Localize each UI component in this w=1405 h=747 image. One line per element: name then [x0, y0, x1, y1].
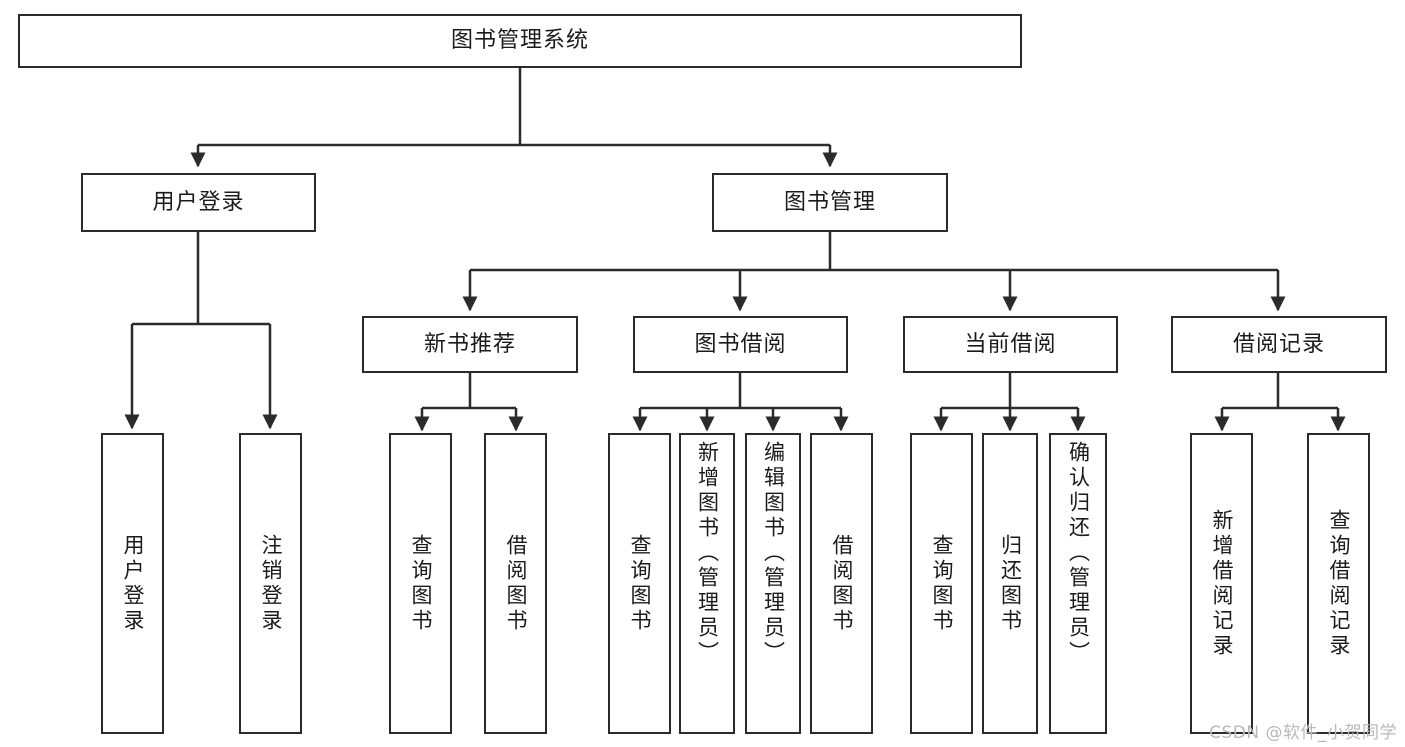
leaf-logout[interactable]: 注销登录	[239, 433, 302, 734]
node-book-management[interactable]: 图书管理	[712, 173, 948, 232]
node-user-login-label: 用户登录	[152, 189, 245, 215]
leaf-query-book-borrow[interactable]: 查询图书	[608, 433, 671, 734]
watermark: CSDN @软件_小贺同学	[1209, 723, 1397, 743]
leaf-query-book-current[interactable]: 查询图书	[910, 433, 973, 734]
leaf-edit-book-admin[interactable]: 编辑图书（管理员）	[745, 433, 801, 734]
node-root-label: 图书管理系统	[450, 28, 589, 54]
leaf-query-borrow-record-label: 查询借阅记录	[1327, 508, 1351, 659]
node-new-book-recommend[interactable]: 新书推荐	[362, 316, 578, 373]
leaf-confirm-return-admin[interactable]: 确认归还（管理员）	[1049, 433, 1107, 734]
leaf-return-book[interactable]: 归还图书	[982, 433, 1038, 734]
leaf-query-borrow-record[interactable]: 查询借阅记录	[1307, 433, 1370, 734]
leaf-borrow-book[interactable]: 借阅图书	[810, 433, 873, 734]
leaf-borrow-book-recommend[interactable]: 借阅图书	[484, 433, 547, 734]
leaf-return-book-label: 归还图书	[998, 533, 1023, 634]
leaf-query-book-recommend[interactable]: 查询图书	[389, 433, 452, 734]
leaf-add-borrow-record[interactable]: 新增借阅记录	[1190, 433, 1253, 734]
leaf-borrow-book-recommend-label: 借阅图书	[504, 533, 528, 634]
leaf-user-login-label: 用户登录	[121, 533, 145, 634]
node-current-borrow[interactable]: 当前借阅	[903, 316, 1118, 373]
leaf-query-book-borrow-label: 查询图书	[628, 533, 652, 634]
leaf-borrow-book-label: 借阅图书	[830, 533, 854, 634]
leaf-add-book-admin-label: 新增图书（管理员）	[695, 441, 720, 666]
leaf-query-book-current-label: 查询图书	[930, 533, 954, 634]
node-root[interactable]: 图书管理系统	[18, 14, 1022, 68]
leaf-query-book-recommend-label: 查询图书	[409, 533, 433, 634]
leaf-add-borrow-record-label: 新增借阅记录	[1210, 508, 1234, 659]
node-book-borrow[interactable]: 图书借阅	[633, 316, 848, 373]
node-book-borrow-label: 图书借阅	[694, 331, 787, 357]
leaf-add-book-admin[interactable]: 新增图书（管理员）	[679, 433, 735, 734]
node-borrow-record[interactable]: 借阅记录	[1171, 316, 1387, 373]
node-new-book-recommend-label: 新书推荐	[423, 331, 516, 357]
leaf-user-login[interactable]: 用户登录	[101, 433, 164, 734]
leaf-edit-book-admin-label: 编辑图书（管理员）	[761, 441, 786, 666]
node-book-management-label: 图书管理	[783, 189, 876, 215]
leaf-logout-label: 注销登录	[259, 533, 283, 634]
node-borrow-record-label: 借阅记录	[1232, 331, 1325, 357]
node-user-login[interactable]: 用户登录	[81, 173, 316, 232]
leaf-confirm-return-admin-label: 确认归还（管理员）	[1066, 441, 1091, 666]
node-current-borrow-label: 当前借阅	[964, 331, 1057, 357]
